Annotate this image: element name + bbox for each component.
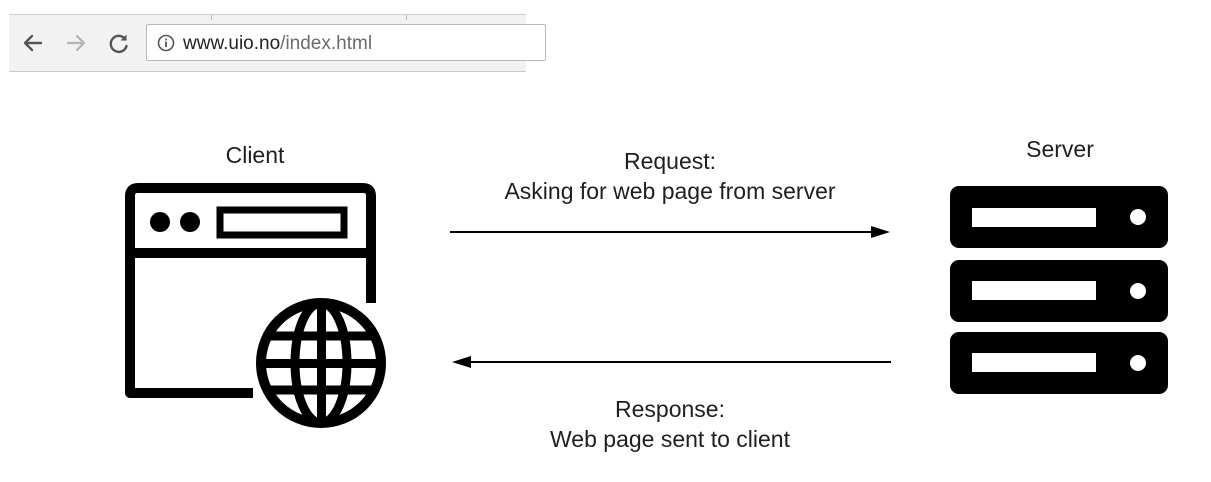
forward-button[interactable] — [62, 29, 90, 57]
tab-separator — [406, 15, 407, 20]
browser-toolbar: www.uio.no/index.html — [9, 14, 546, 72]
request-title: Request: — [623, 148, 717, 174]
back-button[interactable] — [19, 29, 47, 57]
reload-icon — [109, 34, 128, 53]
response-description: Web page sent to client — [550, 426, 790, 452]
response-arrow-icon — [452, 356, 891, 368]
server-label: Server — [1026, 136, 1094, 162]
client-label: Client — [225, 142, 285, 168]
response-title: Response: — [615, 396, 725, 422]
reload-button[interactable] — [105, 29, 133, 57]
address-bar[interactable]: www.uio.no/index.html — [146, 24, 546, 61]
url-text[interactable]: www.uio.no/index.html — [183, 33, 372, 55]
request-arrow-icon — [450, 226, 890, 238]
browser-window-icon — [125, 183, 376, 398]
server-rack-icon — [950, 186, 1168, 394]
request-description: Asking for web page from server — [504, 178, 836, 204]
url-path: /index.html — [280, 33, 373, 54]
tab-separator — [211, 15, 212, 20]
globe-icon — [256, 298, 386, 428]
forward-arrow-icon — [66, 34, 86, 52]
info-icon[interactable] — [157, 34, 175, 52]
url-host: www.uio.no — [183, 33, 281, 54]
back-arrow-icon — [23, 34, 43, 52]
